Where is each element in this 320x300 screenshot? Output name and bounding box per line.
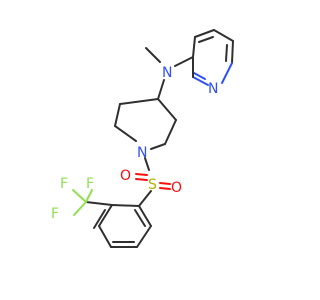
bond-pip-c5-c6 [164,119,177,145]
bond-c-f-top-right [85,189,93,203]
bond-pyr-c3-c4 [194,29,215,38]
bond-pyr-c5-c6-double [225,44,228,62]
bond-pyr-n-c2 [192,76,209,86]
atom-n-methylamine: N [162,65,172,81]
bond-pip-c6-n [150,143,166,150]
atom-f-top-right: F [86,176,94,192]
atom-sulfur: S [148,177,157,193]
bond-pyr-c2-c3 [192,36,196,58]
bond-s-o-right-double [159,187,171,190]
bond-ph-c2-c3 [98,204,113,227]
bond-methyl-n [145,47,161,63]
bond-pyr-c3-c4-double [198,36,214,43]
bond-c-f-left [73,201,87,216]
bond-ph-c6-c1 [138,205,152,227]
bond-pyr-c5-c6 [231,40,234,64]
bond-ph-cf3 [85,201,113,206]
bond-ph-c1-c2 [111,204,140,207]
atom-f-top-left: F [60,176,68,192]
bond-n-s [144,157,150,171]
bond-s-o-left [135,173,148,176]
bond-c-f-top-left [72,189,87,203]
atom-n-piperidine: N [137,145,147,161]
bond-pyr-c6-n [221,62,233,84]
bond-ph-c2-c3-double [93,209,106,229]
bond-n-pyridine [174,56,194,67]
bond-s-phenyl [138,190,152,207]
bond-ph-c3-c4 [98,225,112,248]
atom-oxygen-right: O [171,180,182,196]
bond-n-c4 [157,79,165,100]
bond-pip-c4-c5 [157,98,177,121]
atom-f-left: F [51,206,59,222]
structure-svg: N N N S O O F F F [51,29,234,248]
atom-oxygen-left: O [120,168,131,184]
bond-pip-c4-c3 [119,98,159,105]
atom-n-pyridine: N [208,81,218,97]
bond-s-o-right [159,182,171,185]
bond-pip-c2-n [114,125,137,142]
bond-ph-c5-c6 [136,225,152,248]
bond-pyr-n-c2-double [193,72,206,80]
bond-pyr-c4-c5 [213,29,234,42]
bond-pip-c3-c2 [114,103,121,127]
bond-s-o-left-double [135,178,148,181]
bond-ph-c6-c1-double [134,209,146,227]
molecule-diagram: N N N S O O F F F [51,29,234,248]
